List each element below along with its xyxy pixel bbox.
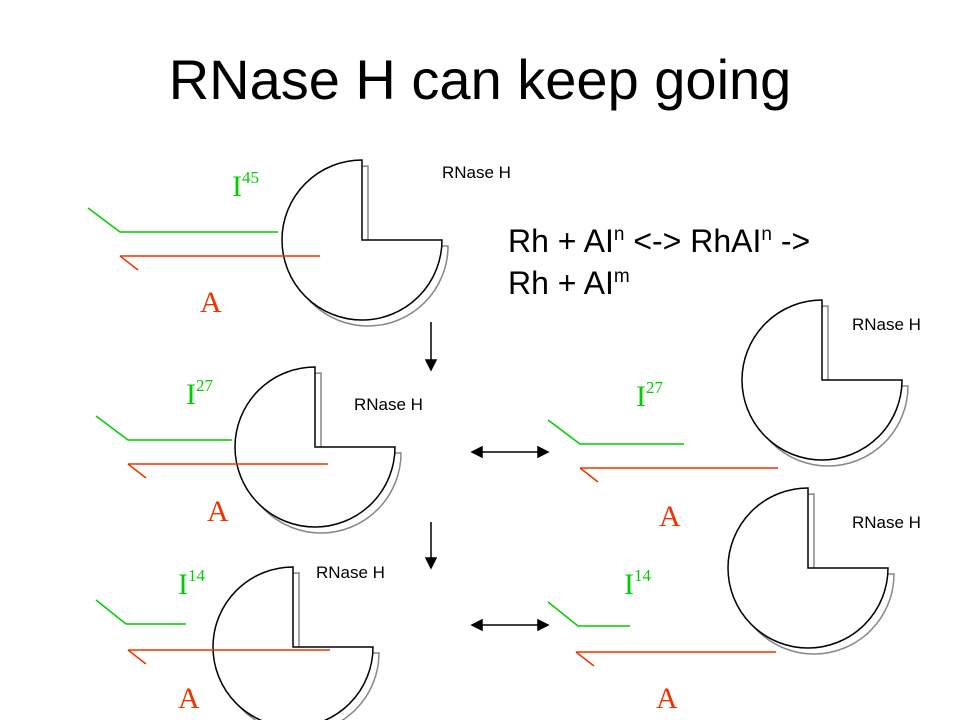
equation-line-2: Rh + AIm [508,265,630,301]
inhibitor-label-i14-left: I14 [178,566,205,601]
template-strand-tail [127,463,147,479]
template-strand-tail [575,651,595,667]
complex-i14-bound [95,566,380,720]
template-label-2: A [207,495,229,528]
inhibitor-strand [95,599,186,625]
free-duplex-i14 [547,601,776,667]
template-strand-tail [127,649,147,665]
enzyme-label-1: RNase H [442,163,511,182]
free-duplex-i27 [547,419,778,483]
equation-line-1: Rh + AIn <-> RhAIn -> [508,223,811,259]
complex-i45 [87,159,449,327]
inhibitor-label-i27-right: I27 [636,378,663,413]
inhibitor-label-i45: I45 [232,168,259,203]
down-arrow-1 [424,322,438,372]
enzyme-label-4: RNase H [852,315,921,334]
template-label-4: A [178,682,200,715]
template-strand-tail [119,255,139,271]
inhibitor-strand [87,207,278,233]
down-arrow-2 [424,522,438,570]
rnase-h-enzyme [212,566,380,720]
template-label-3: A [659,500,681,533]
inhibitor-strand [547,601,630,627]
enzyme-label-2: RNase H [354,395,423,414]
inhibitor-label-i14-right: I14 [624,566,651,601]
equilibrium-arrow-2 [470,618,550,632]
rnase-h-enzyme [281,159,449,327]
enzyme-label-5: RNase H [852,513,921,532]
template-label-5: A [656,682,678,715]
template-strand-tail [579,467,599,483]
inhibitor-label-i27-left: I27 [186,376,213,411]
complex-i27-bound [95,366,402,534]
enzyme-label-3: RNase H [316,563,385,582]
inhibitor-strand [95,415,232,441]
reaction-equation: Rh + AIn <-> RhAIn -> Rh + AIm [508,220,810,304]
inhibitor-strand [547,419,684,445]
equilibrium-arrow-1 [470,445,550,459]
slide-title: RNase H can keep going [168,48,792,111]
template-label-1: A [200,286,222,319]
rnase-h-enzyme [234,366,402,534]
